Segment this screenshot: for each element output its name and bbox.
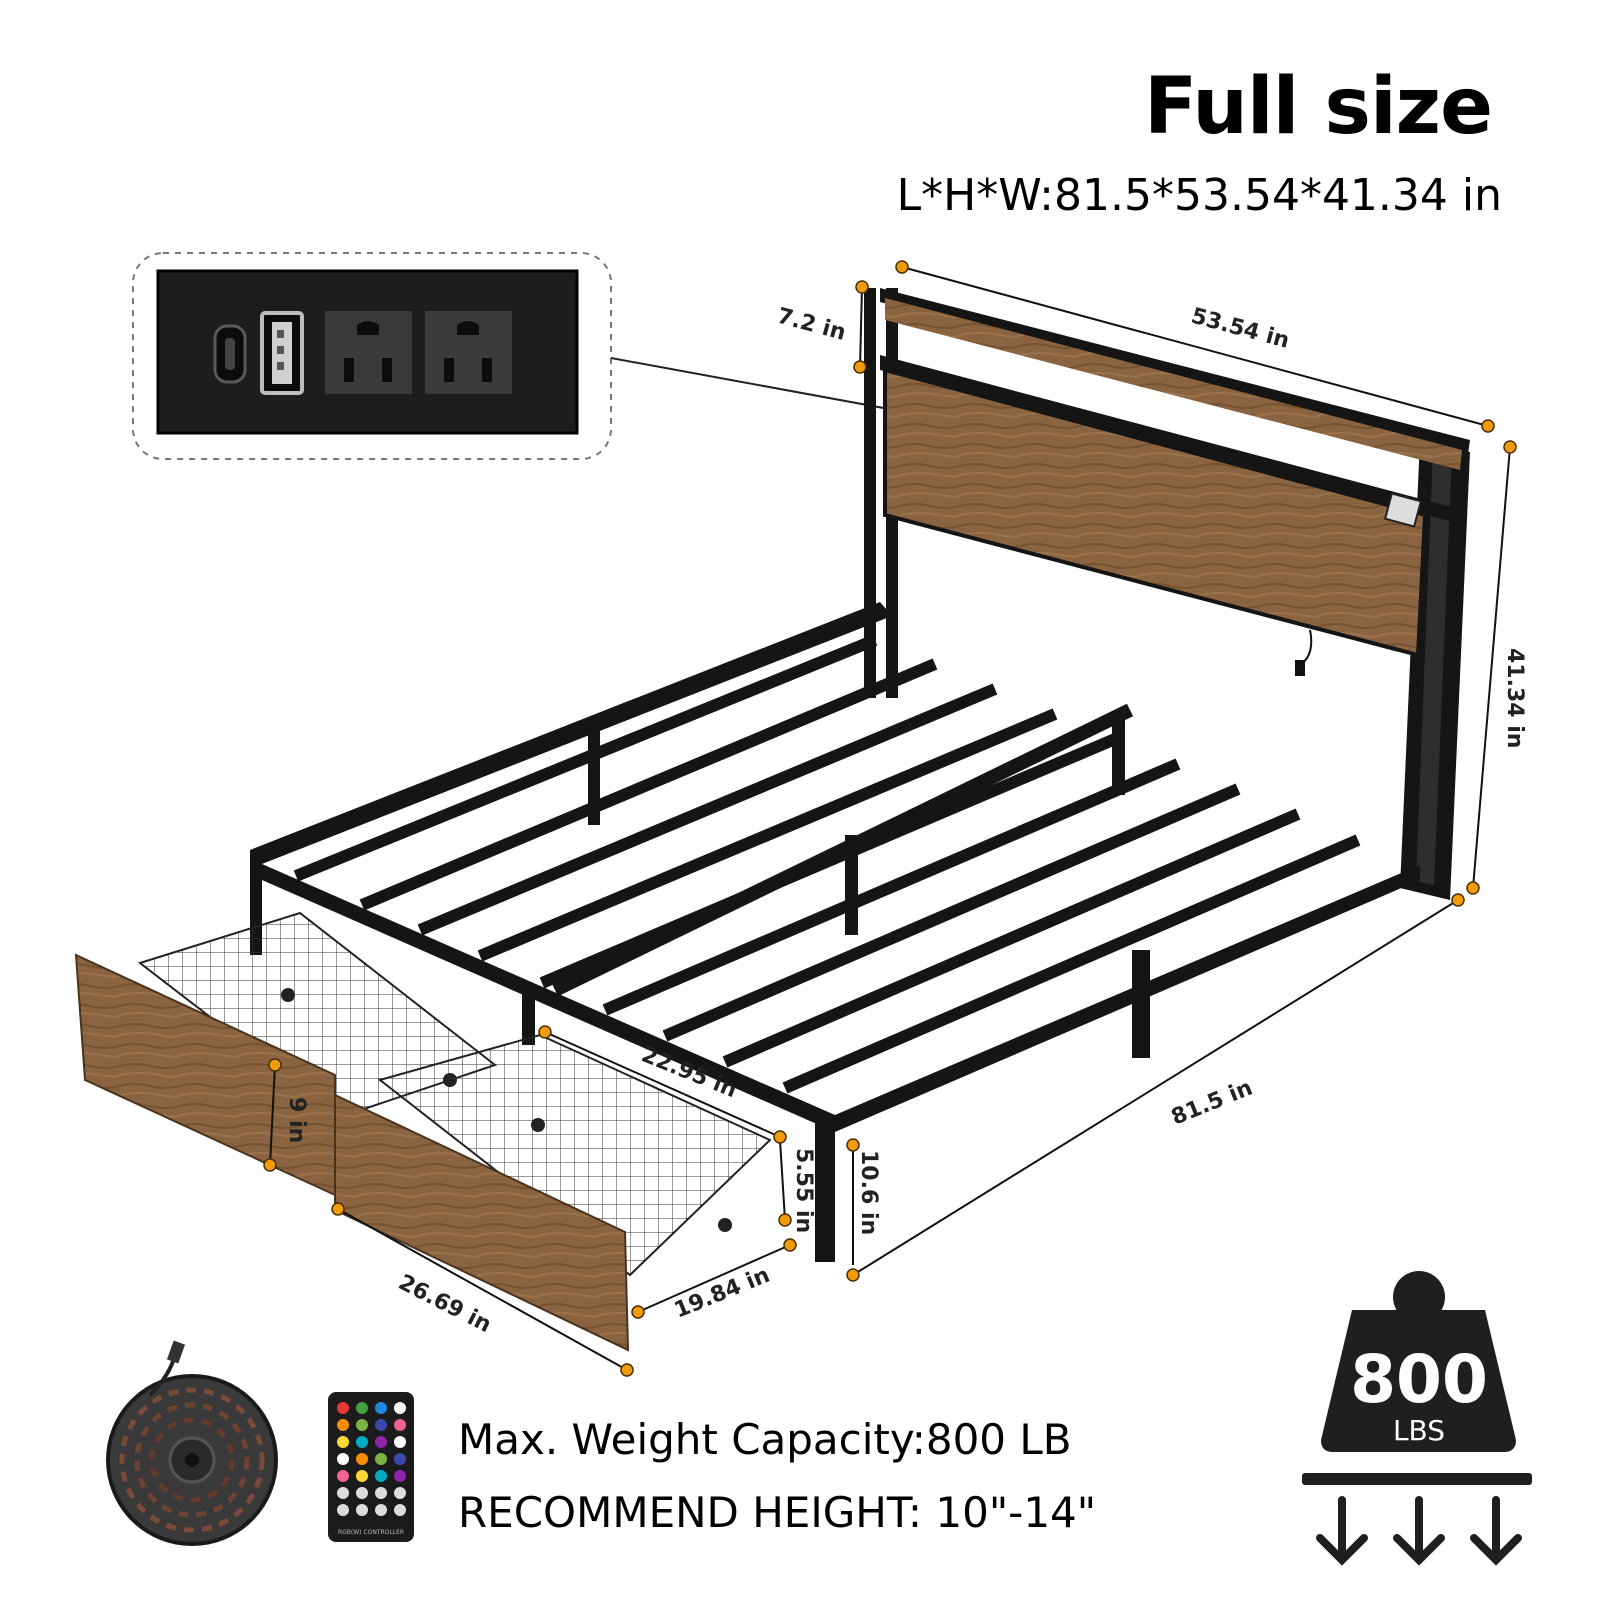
- remote-key: [356, 1453, 368, 1465]
- down-arrows-icon: [1316, 1496, 1522, 1566]
- overall-dimensions: L*H*W:81.5*53.54*41.34 in: [896, 170, 1502, 221]
- label-headboard-shelf: 7.2 in: [774, 304, 848, 346]
- remote-key: [337, 1453, 349, 1465]
- label-clearance-height: 10.6 in: [856, 1150, 881, 1235]
- weight-number: 800: [1350, 1341, 1488, 1418]
- remote-key: [375, 1402, 387, 1414]
- label-drawer-depth: 19.84 in: [671, 1263, 774, 1324]
- led-strip-reel-icon: [106, 1340, 278, 1546]
- remote-key: [337, 1504, 349, 1516]
- label-headboard-height: 41.34 in: [1502, 648, 1527, 748]
- weight-icon: [1321, 1310, 1516, 1452]
- label-drawer-front-height: 9 in: [284, 1097, 309, 1143]
- remote-key: [356, 1504, 368, 1516]
- remote-key: [394, 1453, 406, 1465]
- remote-controller-icon: RGB(W) CONTROLLER: [328, 1392, 414, 1542]
- inset-dashed-frame: [132, 252, 612, 460]
- remote-key: [337, 1470, 349, 1482]
- frame-front-rail: [262, 864, 835, 1132]
- remote-key: [394, 1504, 406, 1516]
- remote-key: [394, 1436, 406, 1448]
- remote-key: [394, 1419, 406, 1431]
- remote-key: [356, 1470, 368, 1482]
- frame-left-rail: [250, 602, 892, 864]
- ac-outlet-left-icon: [325, 311, 412, 394]
- remote-key: [375, 1453, 387, 1465]
- usb-c-port-icon: [213, 324, 247, 384]
- dimension-lines: [269, 266, 1511, 1371]
- remote-key: [375, 1470, 387, 1482]
- frame-leg: [522, 985, 535, 1045]
- headboard-shelf-wood: [885, 298, 1462, 470]
- frame-leg: [1132, 950, 1150, 1058]
- remote-key: [375, 1487, 387, 1499]
- remote-key: [394, 1470, 406, 1482]
- frame-leg: [815, 1120, 835, 1262]
- remote-key: [356, 1402, 368, 1414]
- recommended-height-text: RECOMMEND HEIGHT: 10"-14": [458, 1488, 1097, 1537]
- label-headboard-width: 53.54 in: [1188, 304, 1292, 354]
- bed-frame: [250, 602, 1420, 1262]
- remote-key: [394, 1402, 406, 1414]
- power-cord: [1299, 629, 1313, 666]
- label-bed-length: 81.5 in: [1168, 1075, 1256, 1130]
- remote-key: [375, 1504, 387, 1516]
- headboard-wood-panel: [883, 367, 1428, 658]
- page-title: Full size: [1143, 62, 1493, 152]
- remote-key: [394, 1487, 406, 1499]
- outlet-inset: [132, 252, 1386, 501]
- remote-label: RGB(W) CONTROLLER: [338, 1529, 404, 1536]
- usb-a-port-icon: [260, 311, 304, 395]
- headboard: [864, 288, 1470, 900]
- ac-outlet-right-icon: [425, 311, 512, 394]
- drawer-caster: [718, 1218, 732, 1232]
- remote-key: [337, 1402, 349, 1414]
- remote-key: [337, 1419, 349, 1431]
- label-drawer-side-height: 5.55 in: [791, 1148, 816, 1233]
- remote-keypad: [337, 1402, 406, 1516]
- remote-key: [375, 1436, 387, 1448]
- remote-key: [356, 1436, 368, 1448]
- headboard-top-rail: [880, 288, 1470, 454]
- frame-leg: [1112, 720, 1125, 795]
- drawer-right: [334, 1033, 772, 1352]
- remote-key: [337, 1487, 349, 1499]
- remote-key: [356, 1419, 368, 1431]
- remote-key: [337, 1436, 349, 1448]
- ground-bar: [1302, 1473, 1532, 1485]
- frame-slats: [293, 634, 1361, 1094]
- headboard-outlet: [1383, 492, 1423, 528]
- headboard-post-left: [864, 288, 876, 698]
- remote-key: [375, 1419, 387, 1431]
- drawer-caster: [281, 988, 295, 1002]
- frame-right-rail: [835, 865, 1420, 1132]
- drawer-caster: [531, 1118, 545, 1132]
- weight-badge: 800 LBS: [1302, 1271, 1532, 1566]
- drawer-front-right: [334, 1093, 630, 1352]
- weight-capacity-text: Max. Weight Capacity:800 LB: [458, 1415, 1072, 1464]
- dimension-markers: [263, 260, 1517, 1377]
- weight-unit: LBS: [1393, 1414, 1445, 1447]
- headboard-shelf-rail: [880, 355, 1455, 522]
- remote-key: [356, 1487, 368, 1499]
